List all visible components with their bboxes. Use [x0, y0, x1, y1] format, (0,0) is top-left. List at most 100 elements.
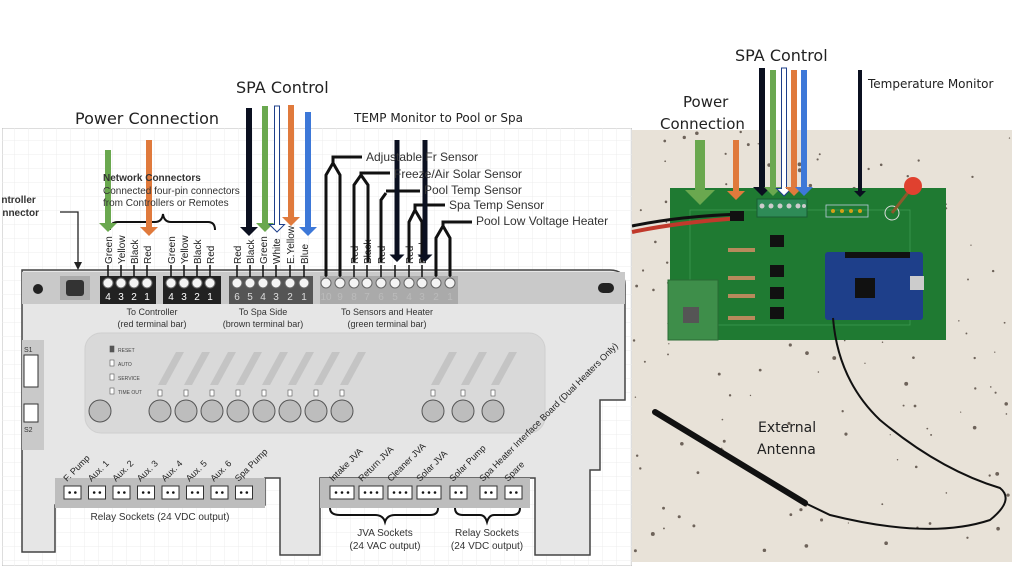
- network-connectors-line1: Connected four-pin connectors: [103, 186, 240, 197]
- terminal-pin-number: 5: [392, 292, 398, 303]
- button-label-tag: [431, 352, 457, 385]
- socket-pin: [68, 491, 71, 494]
- temp-monitor-heading: TEMP Monitor to Pool or Spa: [353, 111, 523, 125]
- surface-speck: [994, 351, 996, 353]
- to-spa-side-subcaption: (brown terminal bar): [223, 319, 304, 329]
- relay-sockets-right-subcaption: (24 VDC output): [451, 541, 523, 552]
- control-button[interactable]: [330, 399, 354, 423]
- control-button[interactable]: [421, 399, 445, 423]
- surface-speck: [746, 143, 750, 147]
- terminal-pin-number: 10: [320, 292, 332, 303]
- terminal-screw[interactable]: [257, 277, 269, 289]
- socket-pin: [239, 491, 243, 494]
- sensor-label-pool-heater: Pool Low Voltage Heater: [476, 214, 608, 228]
- terminal-screw[interactable]: [389, 277, 401, 289]
- terminal-screw[interactable]: [102, 277, 114, 289]
- status-label: RESET: [118, 348, 135, 354]
- socket-pin: [334, 491, 338, 494]
- pcb-temperature-monitor-heading: Temperature Monitor: [867, 77, 994, 91]
- terminal-screw[interactable]: [375, 277, 387, 289]
- surface-speck: [695, 131, 699, 136]
- relay-led: [490, 389, 496, 397]
- surface-speck: [881, 341, 884, 344]
- terminal-screw[interactable]: [231, 277, 243, 289]
- control-button[interactable]: [174, 399, 198, 423]
- socket-pin: [515, 491, 518, 494]
- control-button[interactable]: [148, 399, 172, 423]
- socket-pin: [363, 491, 367, 494]
- dip-switch-s2[interactable]: [23, 403, 39, 423]
- jva-sockets-subcaption: (24 VAC output): [350, 541, 421, 552]
- terminal-screw[interactable]: [270, 277, 282, 289]
- terminal-screw[interactable]: [298, 277, 310, 289]
- sensor-leads: [324, 155, 472, 276]
- socket-pin: [509, 491, 512, 494]
- relay-socket: [63, 485, 82, 500]
- to-controller-caption: To Controller: [126, 307, 177, 317]
- relay-led: [460, 389, 466, 397]
- control-button[interactable]: [252, 399, 276, 423]
- surface-speck: [635, 284, 639, 288]
- terminal-screw[interactable]: [204, 277, 216, 289]
- terminal-pin-number: 1: [144, 292, 150, 303]
- terminal-screw[interactable]: [444, 277, 456, 289]
- terminal-screw[interactable]: [191, 277, 203, 289]
- terminal-screw[interactable]: [128, 277, 140, 289]
- terminal-screw[interactable]: [141, 277, 153, 289]
- terminal-screw[interactable]: [165, 277, 177, 289]
- socket-pin: [404, 491, 408, 494]
- relay-socket: [449, 485, 468, 500]
- surface-speck: [797, 162, 802, 167]
- relay-led: [157, 389, 163, 397]
- terminal-pin-number: 6: [378, 292, 384, 303]
- surface-speck: [820, 518, 824, 522]
- relay-socket: [112, 485, 131, 500]
- relay-led: [261, 389, 267, 397]
- terminal-screw[interactable]: [348, 277, 360, 289]
- socket-pin: [245, 491, 249, 494]
- terminal-screw[interactable]: [178, 277, 190, 289]
- socket-pin: [340, 491, 344, 494]
- control-button[interactable]: [278, 399, 302, 423]
- control-button[interactable]: [200, 399, 224, 423]
- surface-speck: [652, 288, 655, 292]
- surface-speck: [926, 427, 929, 430]
- terminal-screw[interactable]: [430, 277, 442, 289]
- socket-pin: [172, 491, 175, 494]
- relay-socket: [479, 485, 498, 500]
- terminal-screw[interactable]: [334, 277, 346, 289]
- terminal-screw[interactable]: [284, 277, 296, 289]
- status-led: [109, 387, 115, 395]
- button-label-tag: [236, 352, 262, 385]
- surface-speck: [639, 467, 642, 470]
- to-spa-side-caption: To Spa Side: [239, 307, 288, 317]
- pcb-photo: [631, 130, 1012, 562]
- wire-color-label: Black: [246, 239, 257, 264]
- terminal-screw[interactable]: [320, 277, 332, 289]
- terminal-screw[interactable]: [115, 277, 127, 289]
- terminal-screw[interactable]: [416, 277, 428, 289]
- control-button[interactable]: [451, 399, 475, 423]
- status-label: AUTO: [118, 362, 132, 368]
- socket-pin: [190, 491, 194, 494]
- control-button[interactable]: [304, 399, 328, 423]
- control-button[interactable]: [226, 399, 250, 423]
- control-button[interactable]: [481, 399, 505, 423]
- surface-speck: [664, 200, 668, 204]
- terminal-screw[interactable]: [244, 277, 256, 289]
- surface-speck: [677, 515, 681, 519]
- surface-speck: [643, 360, 646, 363]
- socket-pin: [141, 491, 145, 494]
- surface-speck: [634, 396, 637, 398]
- control-button[interactable]: [88, 399, 112, 423]
- surface-speck: [881, 503, 884, 506]
- surface-speck: [799, 508, 803, 512]
- surface-speck: [663, 139, 667, 143]
- wire-color-label: White: [272, 238, 283, 264]
- dip-switch-s1[interactable]: [23, 354, 39, 388]
- arrow-blue-spa: [299, 112, 317, 236]
- surface-speck: [1006, 493, 1010, 497]
- terminal-screw[interactable]: [403, 277, 415, 289]
- terminal-screw[interactable]: [361, 277, 373, 289]
- surface-speck: [665, 221, 668, 223]
